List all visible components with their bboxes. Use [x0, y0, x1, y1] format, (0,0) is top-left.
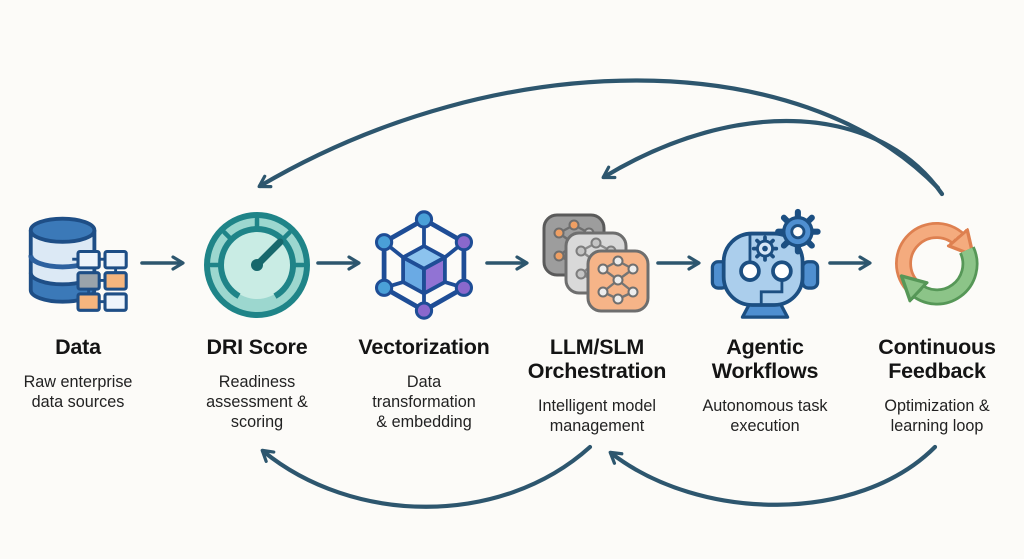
cycle-arrows-icon-svg: [895, 221, 979, 306]
stage-title: Agentic Workflows: [711, 335, 819, 383]
stage-subtitle: Optimization & learning loop: [884, 397, 990, 435]
stage-llm-slm-orchestration: LLM/SLM Orchestration Intelligent model …: [512, 207, 682, 436]
stage-subtitle: Readiness assessment & scoring: [206, 373, 308, 431]
feedback-arrow-top-to-llm: [601, 118, 945, 197]
cycle-arrows-icon: [852, 207, 1022, 323]
stage-continuous-feedback: Continuous Feedback Optimization & learn…: [852, 207, 1022, 436]
cube-network-icon-svg: [374, 210, 474, 320]
stage-agentic-workflows: Agentic Workflows Autonomous task execut…: [680, 207, 850, 436]
stage-subtitle: Intelligent model management: [538, 397, 656, 435]
stage-data: Data Raw enterprise data sources: [0, 207, 163, 412]
stage-vectorization: Vectorization Data transformation & embe…: [339, 207, 509, 432]
feedback-arrow-bottom-llm-to-driscore: [260, 444, 593, 509]
stage-dri-score: DRI Score Readiness assessment & scoring: [172, 207, 342, 432]
stage-subtitle: Autonomous task execution: [702, 397, 828, 435]
database-icon-svg: [28, 216, 128, 312]
robot-icon-svg: [710, 208, 821, 319]
stage-title: Data: [55, 335, 101, 359]
stage-title: DRI Score: [206, 335, 308, 359]
stage-title: Vectorization: [358, 335, 490, 359]
model-stack-icon: [512, 207, 682, 323]
gauge-icon-svg: [204, 212, 310, 318]
stage-title: Continuous Feedback: [878, 335, 996, 383]
stage-subtitle: Data transformation & embedding: [372, 373, 476, 431]
cube-network-icon: [339, 207, 509, 323]
feedback-arrow-bottom-to-llm: [608, 444, 938, 507]
big-gear-icon: [775, 208, 821, 254]
small-gear-icon: [751, 234, 779, 262]
model-stack-icon-svg: [542, 213, 650, 313]
stage-subtitle: Raw enterprise data sources: [23, 373, 133, 411]
stage-title: LLM/SLM Orchestration: [527, 335, 667, 383]
feedback-arrow-top-to-driscore: [257, 78, 941, 191]
database-icon: [0, 207, 163, 323]
gauge-icon: [172, 207, 342, 323]
robot-icon: [680, 207, 850, 323]
